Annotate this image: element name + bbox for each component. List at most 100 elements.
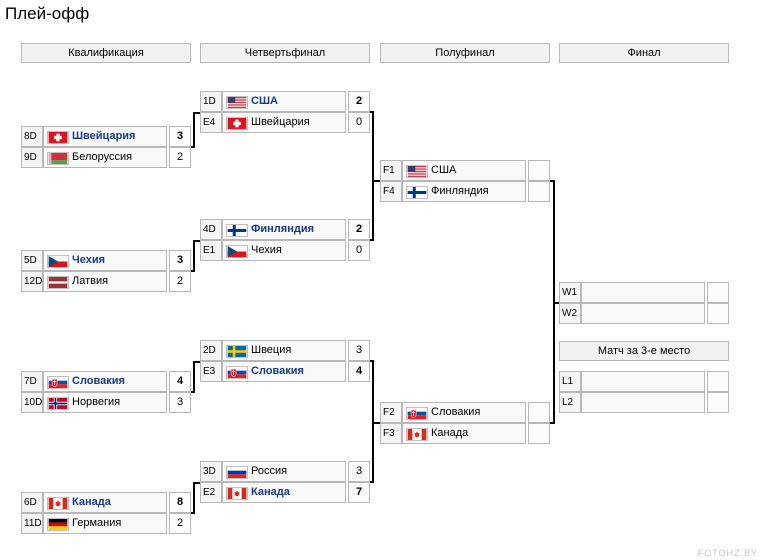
- team-name-text: Чехия: [251, 244, 282, 256]
- bracket-connector: [372, 360, 374, 483]
- score: 0: [348, 112, 370, 133]
- team-name[interactable]: Чехия: [43, 250, 167, 271]
- team-name[interactable]: Норвегия: [43, 392, 167, 413]
- bracket-connector: [553, 302, 559, 304]
- seed-label: 6D: [21, 492, 43, 513]
- flag-cz-icon: [226, 245, 248, 258]
- bracket-connector: [191, 512, 194, 514]
- flag-sk-icon: [406, 407, 428, 420]
- team-name[interactable]: Россия: [222, 461, 346, 482]
- seed-label: 8D: [21, 126, 43, 147]
- team-name[interactable]: Канада: [222, 482, 346, 503]
- flag-no-icon: [47, 397, 69, 410]
- team-name[interactable]: Финляндия: [402, 181, 526, 202]
- seed-label: 2D: [200, 340, 222, 361]
- score: [528, 160, 550, 181]
- seed-label: 11D: [21, 513, 43, 534]
- bracket-slot: W1: [559, 282, 729, 303]
- team-name-text: Латвия: [72, 275, 109, 287]
- bracket-slot: W2: [559, 303, 729, 324]
- team-name[interactable]: Белоруссия: [43, 147, 167, 168]
- team-name-text: Словакия: [431, 406, 481, 418]
- seed-label: 3D: [200, 461, 222, 482]
- bracket-connector: [193, 240, 195, 272]
- bracket-connector: [372, 422, 380, 424]
- score: 8: [169, 492, 191, 513]
- team-name[interactable]: Германия: [43, 513, 167, 534]
- bracket-connector: [191, 270, 194, 272]
- team-name[interactable]: Словакия: [222, 361, 346, 382]
- team-name[interactable]: Латвия: [43, 271, 167, 292]
- score: [707, 392, 729, 413]
- team-name-text: Словакия: [251, 365, 304, 377]
- team-name-text: Германия: [72, 517, 122, 529]
- team-name-text: Россия: [251, 465, 288, 477]
- round-header-third-place: Матч за 3-е место: [559, 341, 729, 361]
- bracket-connector: [372, 111, 374, 241]
- watermark: FOTOHZ.BY: [697, 548, 758, 558]
- seed-label: F3: [380, 423, 402, 444]
- team-name[interactable]: Финляндия: [222, 219, 346, 240]
- team-name[interactable]: Чехия: [222, 240, 346, 261]
- team-name[interactable]: Швейцария: [43, 126, 167, 147]
- score: [707, 303, 729, 324]
- seed-label: W2: [559, 303, 581, 324]
- bracket-connector: [191, 391, 194, 393]
- team-name-text: Канада: [431, 427, 469, 439]
- seed-label: W1: [559, 282, 581, 303]
- bracket-connector: [193, 112, 200, 114]
- team-name[interactable]: США: [402, 160, 526, 181]
- team-name[interactable]: Канада: [402, 423, 526, 444]
- team-name[interactable]: Швейцария: [222, 112, 346, 133]
- team-name[interactable]: США: [222, 91, 346, 112]
- team-name[interactable]: [581, 303, 705, 324]
- team-name[interactable]: [581, 392, 705, 413]
- bracket-connector: [550, 422, 555, 424]
- bracket-slot: F3 Канада: [380, 423, 550, 444]
- score: 2: [348, 91, 370, 112]
- score: 2: [348, 219, 370, 240]
- team-name[interactable]: Канада: [43, 492, 167, 513]
- team-name[interactable]: [581, 371, 705, 392]
- team-name-text: Словакия: [72, 375, 125, 387]
- score: [707, 371, 729, 392]
- flag-us-icon: [406, 165, 428, 178]
- score: [528, 423, 550, 444]
- team-name-text: Финляндия: [251, 223, 315, 235]
- round-header-qualification: Квалификация: [21, 43, 191, 63]
- team-name[interactable]: Швеция: [222, 340, 346, 361]
- round-header-semifinal: Полуфинал: [380, 43, 550, 63]
- flag-ca-icon: [406, 428, 428, 441]
- flag-ch-icon: [47, 131, 69, 144]
- team-name[interactable]: [581, 282, 705, 303]
- flag-fi-icon: [226, 224, 248, 237]
- bracket-connector: [193, 112, 195, 148]
- team-name-text: Швеция: [251, 344, 292, 356]
- flag-sk-icon: [226, 366, 248, 379]
- team-name-text: Финляндия: [431, 185, 489, 197]
- bracket-slot: 3D Россия 3: [200, 461, 370, 482]
- bracket-connector: [193, 482, 200, 484]
- score: 3: [348, 461, 370, 482]
- flag-by-icon: [47, 152, 69, 165]
- score: 2: [169, 271, 191, 292]
- page-title: Плей-офф: [5, 4, 90, 23]
- flag-ca-icon: [226, 487, 248, 500]
- round-header-quarterfinal: Четвертьфинал: [200, 43, 370, 63]
- bracket-connector: [193, 361, 200, 363]
- score: 4: [169, 371, 191, 392]
- team-name[interactable]: Словакия: [43, 371, 167, 392]
- score: 3: [169, 392, 191, 413]
- bracket-connector: [193, 240, 200, 242]
- team-name[interactable]: Словакия: [402, 402, 526, 423]
- round-header-final: Финал: [559, 43, 729, 63]
- seed-label: F2: [380, 402, 402, 423]
- team-name-text: Белоруссия: [72, 151, 133, 163]
